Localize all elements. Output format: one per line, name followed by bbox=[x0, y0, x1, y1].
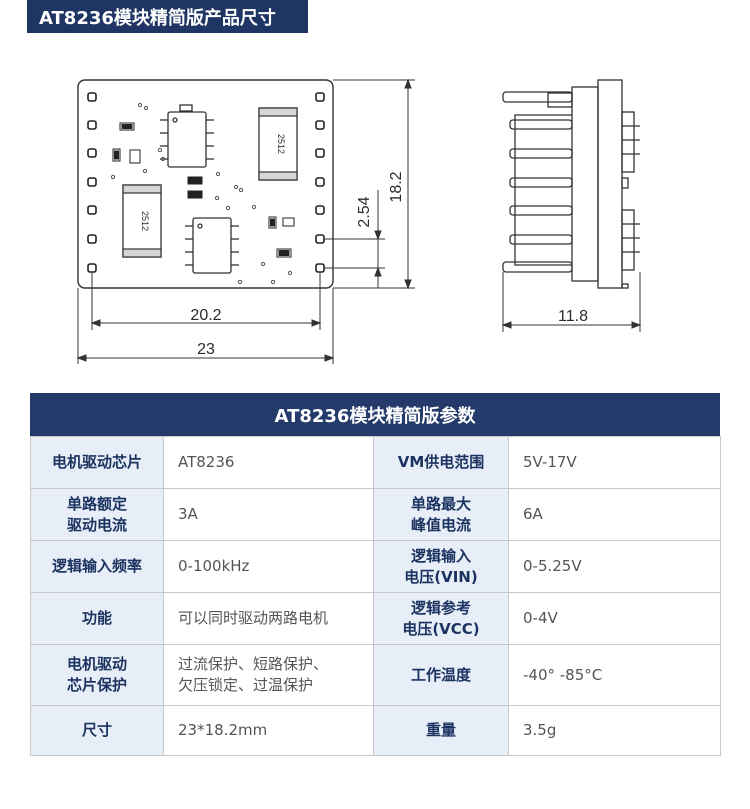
spec-row: 逻辑输入频率 0-100kHz 逻辑输入电压(VIN) 0-5.25V bbox=[30, 540, 721, 593]
spec-value-line: 0-100kHz bbox=[178, 557, 250, 575]
spec-value-line: AT8236 bbox=[178, 453, 235, 471]
spec-value: 过流保护、短路保护、欠压锁定、过温保护 bbox=[163, 644, 374, 706]
dim-pitch bbox=[324, 190, 385, 288]
spec-title: AT8236模块精简版参数 bbox=[30, 393, 720, 436]
spec-value: 3.5g bbox=[508, 705, 721, 756]
dimension-drawing: 2512 2512 20.2 bbox=[76, 78, 642, 364]
right-pin-holes bbox=[315, 92, 325, 273]
dim-width-outer-label: 23 bbox=[197, 341, 215, 358]
spec-key-line: 峰值电流 bbox=[410, 515, 471, 534]
pcb-top-view bbox=[77, 79, 334, 289]
spec-value: AT8236 bbox=[163, 436, 374, 489]
spec-value: 5V-17V bbox=[508, 436, 721, 489]
spec-key: 尺寸 bbox=[30, 705, 164, 756]
spec-key: 电机驱动芯片保护 bbox=[30, 644, 164, 706]
spec-value-line: 欠压锁定、过温保护 bbox=[178, 676, 314, 694]
spec-value: 0-4V bbox=[508, 592, 721, 645]
spec-value-line: 可以同时驱动两路电机 bbox=[178, 609, 329, 627]
spec-key-line: 电压(VCC) bbox=[402, 619, 480, 638]
spec-key-line: 逻辑输入频率 bbox=[51, 557, 142, 575]
spec-key: VM供电范围 bbox=[373, 436, 509, 489]
dim-depth-label: 11.8 bbox=[558, 308, 588, 325]
board-vias bbox=[110, 102, 293, 285]
resistor-right bbox=[258, 107, 298, 181]
left-pin-holes bbox=[87, 92, 97, 273]
ic-chip-bottom bbox=[185, 217, 239, 274]
spec-key-line: 单路最大 bbox=[410, 494, 471, 513]
spec-value-line: 3.5g bbox=[523, 721, 557, 739]
spec-value-line: 过流保护、短路保护、 bbox=[178, 655, 329, 673]
side-view bbox=[502, 79, 640, 289]
spec-key: 工作温度 bbox=[373, 644, 509, 706]
spec-value-line: 5V-17V bbox=[523, 453, 577, 471]
spec-key: 逻辑输入频率 bbox=[30, 540, 164, 593]
spec-value: -40° -85°C bbox=[508, 644, 721, 706]
spec-key: 电机驱动芯片 bbox=[30, 436, 164, 489]
resistor-right-label: 2512 bbox=[276, 134, 286, 154]
resistor-left-label: 2512 bbox=[140, 211, 150, 231]
spec-row: 单路额定驱动电流 3A 单路最大峰值电流 6A bbox=[30, 488, 721, 541]
spec-value: 可以同时驱动两路电机 bbox=[163, 592, 374, 645]
spec-value-line: -40° -85°C bbox=[523, 665, 603, 684]
spec-key: 重量 bbox=[373, 705, 509, 756]
spec-key-line: 电机驱动芯片 bbox=[51, 453, 142, 471]
spec-key-line: 功能 bbox=[81, 609, 112, 627]
spec-value-line: 6A bbox=[523, 505, 543, 523]
spec-value: 0-5.25V bbox=[508, 540, 721, 593]
spec-key-line: 尺寸 bbox=[81, 721, 112, 739]
page-title: AT8236模块精简版产品尺寸 bbox=[27, 0, 308, 33]
spec-key-line: 单路额定 bbox=[66, 494, 127, 513]
spec-key-line: 驱动电流 bbox=[66, 515, 127, 534]
spec-value: 6A bbox=[508, 488, 721, 541]
spec-key-line: 电机驱动 bbox=[66, 655, 127, 673]
spec-key-line: 工作温度 bbox=[410, 665, 471, 684]
spec-value-line: 3A bbox=[178, 505, 198, 523]
spec-value: 23*18.2mm bbox=[163, 705, 374, 756]
spec-key-line: 电压(VIN) bbox=[404, 567, 478, 586]
dim-width-inner-label: 20.2 bbox=[190, 307, 221, 324]
spec-value-line: 23*18.2mm bbox=[178, 721, 268, 739]
dim-pitch-label: 2.54 bbox=[356, 196, 373, 227]
spec-value: 3A bbox=[163, 488, 374, 541]
spec-key-line: 芯片保护 bbox=[66, 676, 127, 694]
ic-chip-top bbox=[160, 104, 214, 168]
spec-row: 电机驱动芯片 AT8236 VM供电范围 5V-17V bbox=[30, 436, 721, 489]
dim-depth bbox=[501, 272, 642, 332]
spec-key-line: 重量 bbox=[425, 721, 456, 739]
dim-width-outer bbox=[76, 288, 335, 364]
spec-key: 逻辑参考电压(VCC) bbox=[373, 592, 509, 645]
spec-value-line: 0-4V bbox=[523, 609, 558, 627]
spec-key-line: VM供电范围 bbox=[397, 453, 485, 471]
spec-key: 单路最大峰值电流 bbox=[373, 488, 509, 541]
smd-components bbox=[112, 122, 295, 258]
spec-key: 单路额定驱动电流 bbox=[30, 488, 164, 541]
dim-height-label: 18.2 bbox=[388, 171, 405, 202]
spec-key-line: 逻辑参考 bbox=[410, 598, 471, 617]
spec-value-line: 0-5.25V bbox=[523, 557, 582, 575]
spec-value: 0-100kHz bbox=[163, 540, 374, 593]
spec-key-line: 逻辑输入 bbox=[410, 546, 471, 565]
spec-row: 功能 可以同时驱动两路电机 逻辑参考电压(VCC) 0-4V bbox=[30, 592, 721, 645]
spec-row: 电机驱动芯片保护过流保护、短路保护、欠压锁定、过温保护工作温度-40° -85°… bbox=[30, 644, 721, 706]
spec-row: 尺寸 23*18.2mm 重量 3.5g bbox=[30, 705, 721, 756]
spec-table: 电机驱动芯片 AT8236 VM供电范围 5V-17V 单路额定驱动电流 3A 单路最大峰值… bbox=[30, 436, 721, 756]
spec-key: 逻辑输入电压(VIN) bbox=[373, 540, 509, 593]
spec-key: 功能 bbox=[30, 592, 164, 645]
dim-width-inner bbox=[90, 272, 322, 330]
resistor-left bbox=[122, 184, 162, 258]
dim-height bbox=[333, 78, 415, 290]
